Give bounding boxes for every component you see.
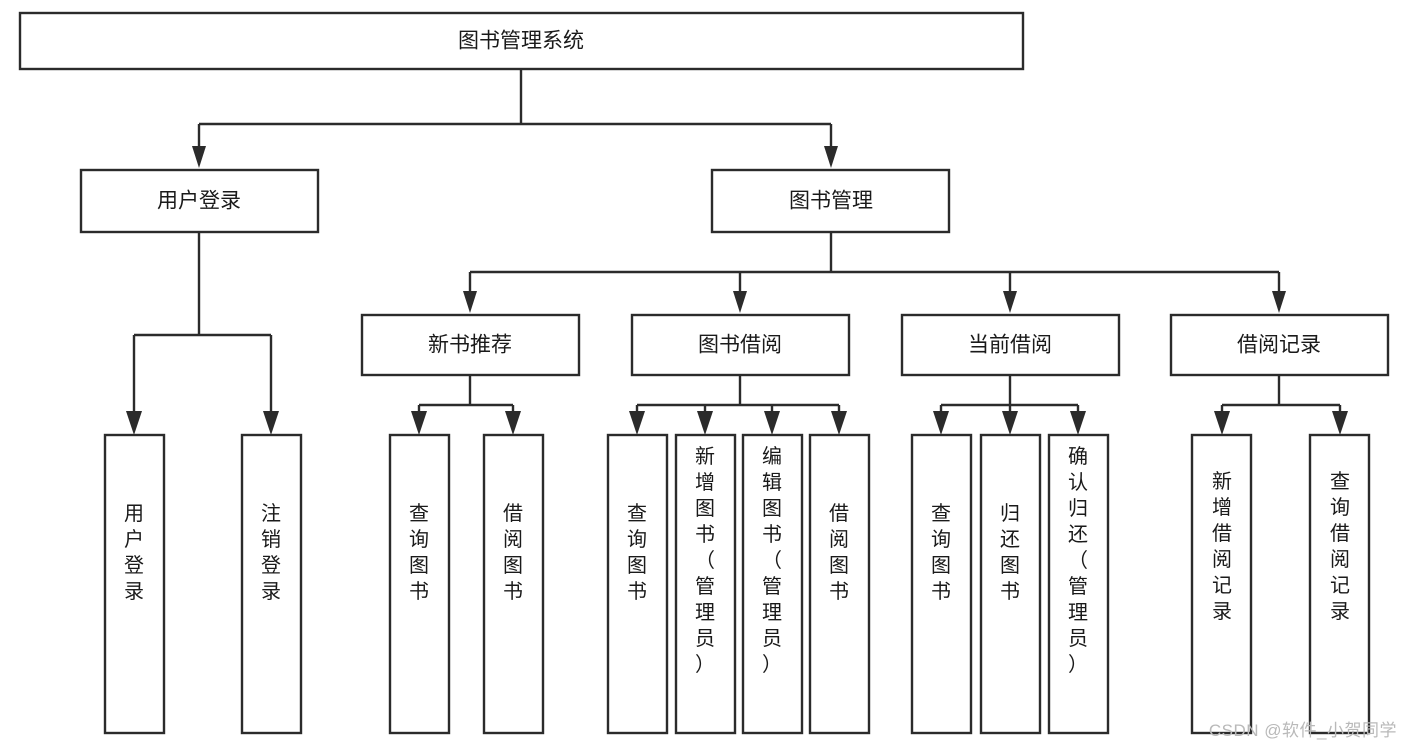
node-level3-new-book-recommend-box[interactable] [360, 313, 581, 377]
connector-borrow-to-leaves [629, 376, 847, 435]
node-root-box[interactable] [18, 11, 1025, 71]
node-leaf-borrow-book-2-box[interactable] [808, 433, 871, 735]
node-root-label: 图书管理系统 [458, 30, 584, 53]
node-level2-book-management[interactable]: 图书管理 [710, 168, 951, 234]
node-root[interactable]: 图书管理系统 [18, 11, 1025, 71]
node-level3-new-book-recommend[interactable]: 新书推荐 [360, 313, 581, 377]
node-leaf-edit-book-admin-box[interactable] [741, 433, 804, 735]
watermark-label: CSDN @软件_小贺同学 [1208, 721, 1397, 740]
node-leaf-query-book-1[interactable]: 查询图书 [388, 433, 451, 735]
node-leaf-query-book-1-label: 查询图书 [409, 502, 429, 603]
connector-userlogin-to-leaves [126, 233, 279, 435]
node-level3-book-borrow-box[interactable] [630, 313, 851, 377]
node-leaf-logout-label: 注销登录 [261, 502, 281, 603]
node-leaf-query-borrow-record[interactable]: 查询借阅记录 [1308, 433, 1371, 735]
connector-bookmgmt-to-level3 [463, 233, 1286, 313]
node-leaf-add-borrow-record[interactable]: 新增借阅记录 [1190, 433, 1253, 735]
node-leaf-logout[interactable]: 注销登录 [240, 433, 303, 735]
node-leaf-add-book-admin-box[interactable] [674, 433, 737, 735]
node-leaf-query-book-1-box[interactable] [388, 433, 451, 735]
connector-record-to-leaves [1214, 376, 1348, 435]
node-leaf-user-login[interactable]: 用户登录 [103, 433, 166, 735]
node-leaf-logout-box[interactable] [240, 433, 303, 735]
node-level3-current-borrow[interactable]: 当前借阅 [900, 313, 1121, 377]
node-leaf-borrow-book-1-box[interactable] [482, 433, 545, 735]
node-level3-book-borrow-label: 图书借阅 [698, 334, 782, 357]
node-leaf-add-borrow-record-label: 新增借阅记录 [1212, 470, 1232, 623]
node-leaf-confirm-return-admin-label: 确认归还（管理员） [1068, 445, 1088, 676]
node-level2-user-login[interactable]: 用户登录 [79, 168, 320, 234]
node-leaf-borrow-book-1[interactable]: 借阅图书 [482, 433, 545, 735]
node-level3-current-borrow-box[interactable] [900, 313, 1121, 377]
node-leaf-query-book-3-label: 查询图书 [931, 502, 951, 603]
node-leaf-query-borrow-record-box[interactable] [1308, 433, 1371, 735]
node-leaf-borrow-book-1-label: 借阅图书 [503, 502, 523, 603]
node-level2-user-login-label: 用户登录 [157, 190, 241, 213]
node-leaf-edit-book-admin-label: 编辑图书（管理员） [762, 445, 782, 676]
node-leaf-query-book-3-box[interactable] [910, 433, 973, 735]
node-level2-book-management-label: 图书管理 [789, 190, 873, 213]
node-leaf-user-login-box[interactable] [103, 433, 166, 735]
connector-root-to-level2 [192, 69, 838, 168]
connector-current-to-leaves [933, 376, 1086, 435]
node-leaf-user-login-label: 用户登录 [124, 503, 144, 603]
node-leaf-query-book-2-label: 查询图书 [627, 502, 647, 603]
node-leaf-add-borrow-record-box[interactable] [1190, 433, 1253, 735]
node-leaf-query-book-2-box[interactable] [606, 433, 669, 735]
node-leaf-borrow-book-2-label: 借阅图书 [829, 502, 849, 603]
node-leaf-return-book-box[interactable] [979, 433, 1042, 735]
node-level3-new-book-recommend-label: 新书推荐 [428, 334, 512, 357]
node-leaf-return-book-label: 归还图书 [1000, 502, 1020, 603]
connector-newbook-to-leaves [411, 376, 521, 435]
node-level3-current-borrow-label: 当前借阅 [968, 334, 1052, 357]
node-level3-book-borrow[interactable]: 图书借阅 [630, 313, 851, 377]
node-leaf-query-borrow-record-label: 查询借阅记录 [1330, 470, 1350, 623]
node-level2-user-login-box[interactable] [79, 168, 320, 234]
node-leaf-query-book-2[interactable]: 查询图书 [606, 433, 669, 735]
node-leaf-borrow-book-2[interactable]: 借阅图书 [808, 433, 871, 735]
node-level2-book-management-box[interactable] [710, 168, 951, 234]
node-level3-borrow-record-box[interactable] [1169, 313, 1390, 377]
node-leaf-edit-book-admin[interactable]: 编辑图书（管理员） [741, 433, 804, 735]
node-leaf-query-book-3[interactable]: 查询图书 [910, 433, 973, 735]
node-leaf-return-book[interactable]: 归还图书 [979, 433, 1042, 735]
node-leaf-confirm-return-admin[interactable]: 确认归还（管理员） [1047, 433, 1110, 735]
node-leaf-confirm-return-admin-box[interactable] [1047, 433, 1110, 735]
node-leaf-add-book-admin-label: 新增图书（管理员） [695, 445, 715, 676]
node-level3-borrow-record-label: 借阅记录 [1237, 334, 1321, 357]
node-leaf-add-book-admin[interactable]: 新增图书（管理员） [674, 433, 737, 735]
node-level3-borrow-record[interactable]: 借阅记录 [1169, 313, 1390, 377]
